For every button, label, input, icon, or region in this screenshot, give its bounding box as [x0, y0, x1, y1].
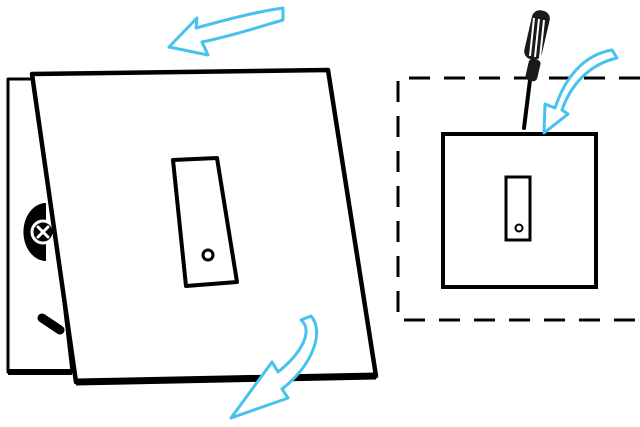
plate-bottom-shadow [75, 372, 377, 386]
dashed-outline [396, 76, 640, 322]
toggle-switch-slot [171, 156, 239, 288]
toggle-switch-knob [201, 248, 215, 262]
installation-area [396, 76, 640, 322]
curved-arrow-insert-icon [542, 48, 619, 135]
curved-arrow-rotate-icon [229, 314, 319, 420]
toggle-switch-knob [514, 223, 524, 233]
mounting-slot-icon [37, 313, 65, 335]
tilted-switch-plate [29, 67, 379, 386]
installed-switch-plate [441, 132, 598, 289]
curved-arrow-rotate-icon [167, 6, 285, 57]
screwdriver-icon [522, 10, 550, 130]
screw-icon [23, 203, 56, 261]
